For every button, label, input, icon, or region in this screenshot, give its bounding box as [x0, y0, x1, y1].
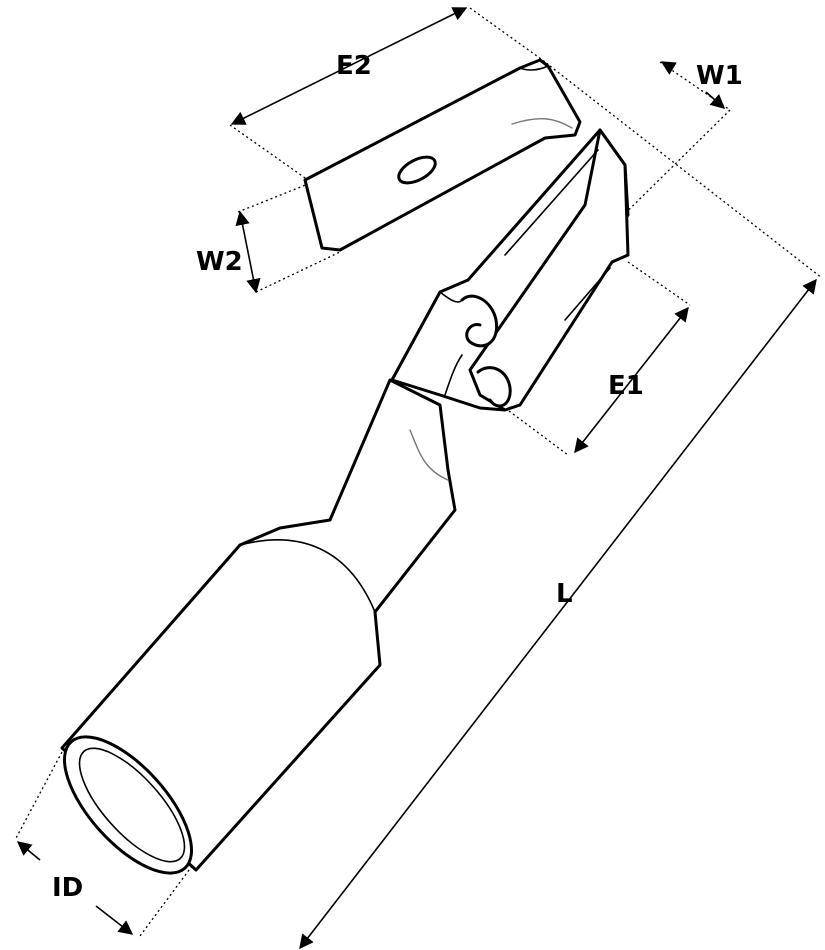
w1-arrow-top [660, 61, 677, 75]
label-e2: E2 [336, 51, 372, 81]
label-w2: W2 [196, 247, 243, 277]
label-id: ID [52, 873, 83, 903]
w1-arrow-bottom [705, 91, 726, 109]
label-e1: E1 [608, 371, 644, 401]
dimension-arrows [16, 7, 817, 950]
sleeve-opening-inner [78, 747, 186, 863]
id-arrow-top [16, 841, 41, 861]
label-l: L [556, 579, 573, 609]
l-arrow [299, 278, 817, 950]
label-w1: W1 [696, 61, 743, 91]
e2-arrow [230, 7, 468, 125]
sleeve-opening-outer [62, 735, 194, 875]
w2-arrow [235, 210, 261, 294]
spade-blade [303, 58, 582, 252]
spade-hole [397, 155, 437, 185]
dimension-labels: E2 W1 W2 E1 L ID [52, 51, 743, 903]
id-arrow-bottom [95, 905, 134, 935]
connector-body [60, 58, 630, 875]
